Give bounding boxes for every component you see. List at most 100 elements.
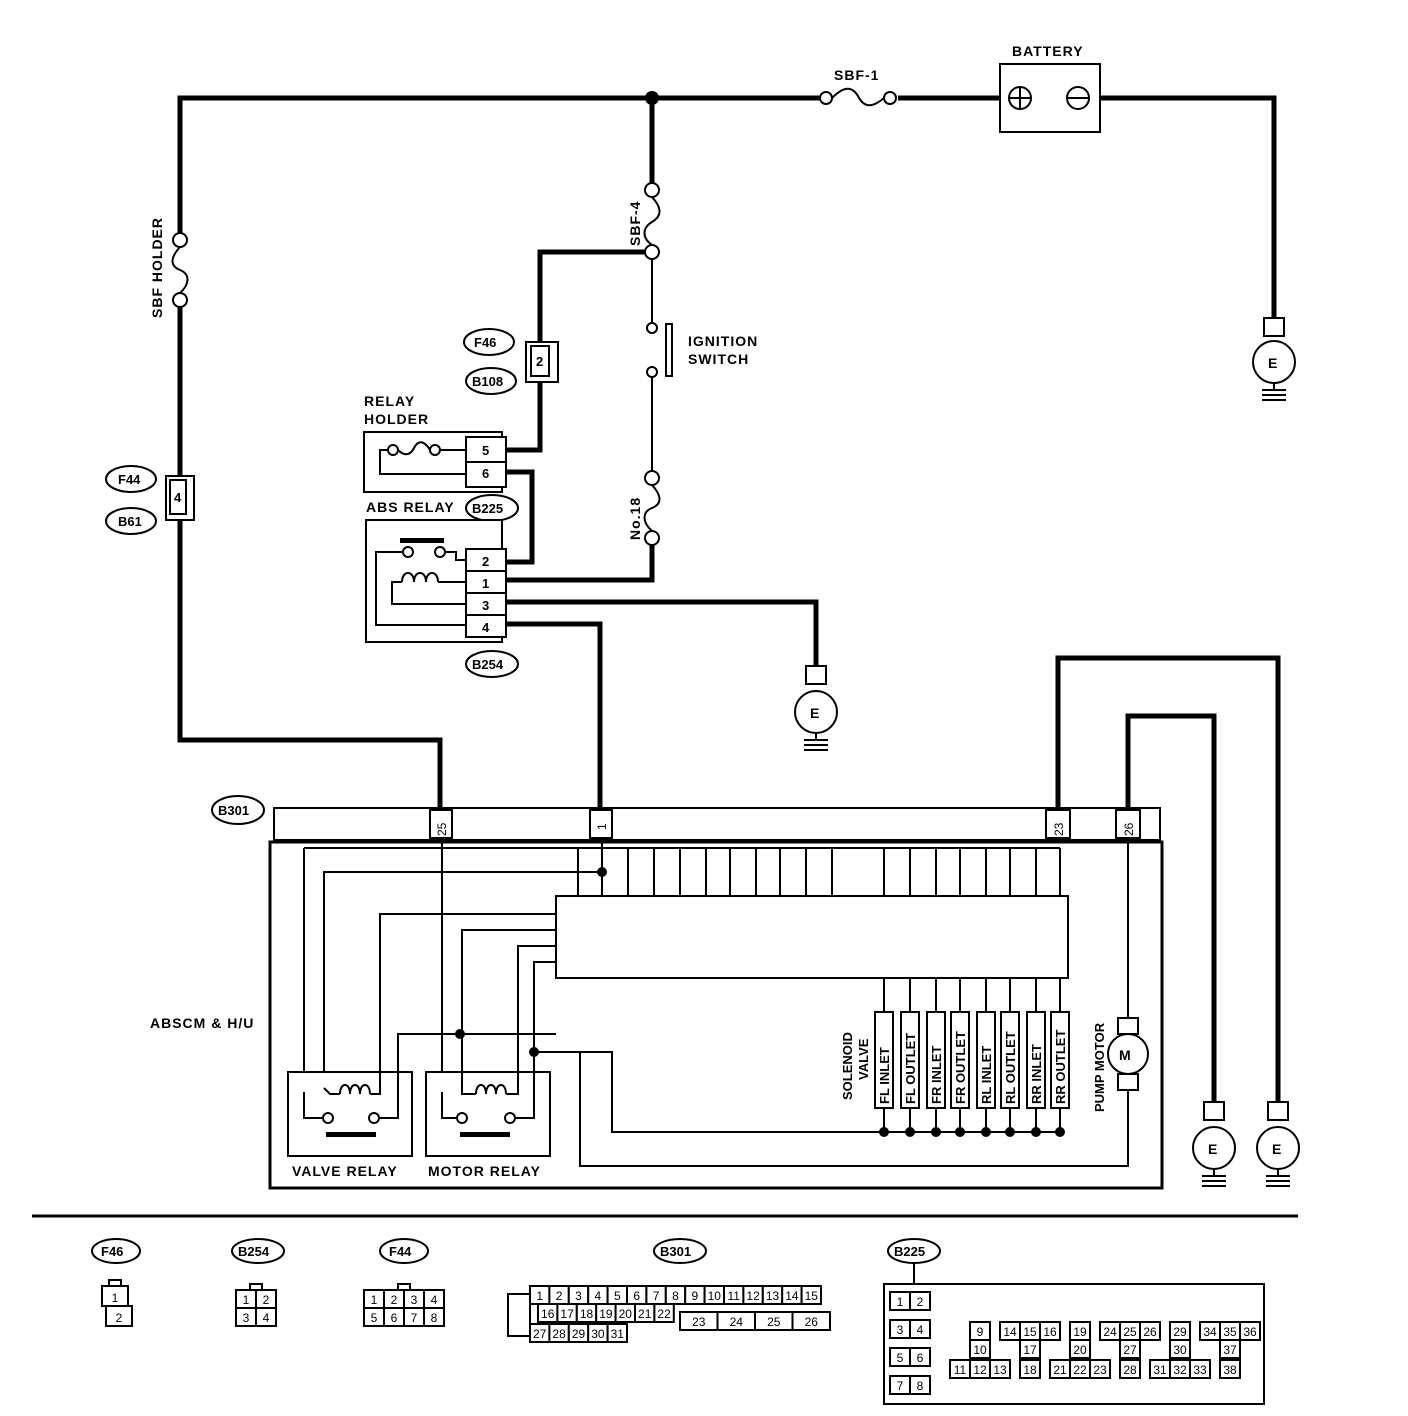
legend-f44-label: 1 [371, 1293, 378, 1307]
no18-fuse: No.18 [627, 470, 661, 546]
legend-b254-label: 2 [263, 1293, 270, 1307]
legend-f44-tag: F44 [389, 1244, 412, 1259]
sbf4-fuse: SBF-4 [627, 182, 661, 260]
wire-absrelay4-b301-1 [506, 621, 603, 810]
legend-b225-label: 35 [1223, 1325, 1237, 1339]
legend-f44-label: 5 [371, 1311, 378, 1325]
ground-battery: E [1252, 317, 1296, 401]
legend-b225-label: 13 [993, 1363, 1007, 1377]
legend-b301-label: 6 [633, 1289, 640, 1303]
legend-b301-label: 1 [536, 1289, 543, 1303]
legend-b301-label: 17 [560, 1307, 574, 1321]
legend-b301-cell [653, 1303, 675, 1323]
legend-b225-label: 15 [1023, 1325, 1037, 1339]
b225-tag: B225 [472, 501, 503, 516]
legend-b225-label: 3 [897, 1323, 904, 1337]
sbf4-label: SBF-4 [627, 201, 643, 246]
legend-b225-label: 17 [1023, 1343, 1037, 1357]
legend-b225-label: 38 [1223, 1363, 1237, 1377]
legend-b225-cell [1019, 1339, 1041, 1359]
legend-b301-label: 23 [692, 1315, 706, 1329]
legend-b225-cell [909, 1375, 931, 1395]
legend-b301-latch [507, 1293, 531, 1337]
b301-tag: B301 [218, 803, 249, 818]
legend-b225-label: 18 [1023, 1363, 1037, 1377]
legend-b225-label: 30 [1173, 1343, 1187, 1357]
legend-b301-label: 14 [785, 1289, 799, 1303]
b301-pin-23: 23 [1052, 822, 1066, 836]
wire-no18-absrelay1 [506, 542, 655, 583]
ignition-label-1: IGNITION [688, 333, 758, 349]
legend-f44-cell [423, 1307, 445, 1327]
legend-b225-label: 2 [917, 1295, 924, 1309]
motor-relay: MOTOR RELAY [425, 929, 556, 1179]
legend-b225-label: 22 [1073, 1363, 1087, 1377]
solenoid-valve-label: FL INLET [877, 1047, 892, 1104]
legend-b301-label: 9 [692, 1289, 699, 1303]
abs-relay-label: ABS RELAY [366, 499, 455, 515]
legend-b301-label: 30 [591, 1327, 605, 1341]
legend-b225-cell [1019, 1359, 1041, 1379]
relay-holder-pin-5: 5 [482, 443, 489, 458]
legend-b225-label: 1 [897, 1295, 904, 1309]
legend-b225-label: 33 [1193, 1363, 1207, 1377]
connector-f46-b108: 2 F46 B108 [463, 328, 559, 395]
legend-b225-cell [1089, 1359, 1111, 1379]
legend-b225-cell [1039, 1321, 1061, 1341]
legend-b225-label: 9 [977, 1325, 984, 1339]
battery: BATTERY [999, 43, 1101, 133]
motor-relay-label: MOTOR RELAY [428, 1163, 541, 1179]
legend-b225-label: 23 [1093, 1363, 1107, 1377]
legend-b225-cell [1169, 1339, 1191, 1359]
no18-label: No.18 [627, 497, 643, 540]
legend-b254-cell [255, 1307, 277, 1327]
relay-holder-pin-6: 6 [482, 466, 489, 481]
pump-motor: M PUMP MOTOR [1092, 840, 1149, 1112]
legend-b301-label: 13 [766, 1289, 780, 1303]
abs-relay: ABS RELAY B225 2 1 3 4 B254 [365, 494, 519, 678]
b301-pin-26: 26 [1122, 822, 1136, 836]
solenoid-valve-label: FR OUTLET [953, 1031, 968, 1104]
b108-tag: B108 [472, 374, 503, 389]
legend-b225-cell [1119, 1339, 1141, 1359]
legend-b225-label: 12 [973, 1363, 987, 1377]
ignition-label-2: SWITCH [688, 351, 749, 367]
legend-b301-label: 5 [614, 1289, 621, 1303]
legend-b301-label: 27 [533, 1327, 547, 1341]
legend-b225-label: 37 [1223, 1343, 1237, 1357]
abscm-label: ABSCM & H/U [150, 1015, 254, 1031]
legend-b225-label: 4 [917, 1323, 924, 1337]
legend-b225-label: 31 [1153, 1363, 1167, 1377]
sbf1-fuse: SBF-1 [819, 67, 897, 107]
wire-b301-26-ground [1125, 713, 1217, 1102]
f44-pin: 4 [174, 490, 182, 505]
legend-f44-label: 7 [411, 1311, 418, 1325]
relay-holder: RELAY HOLDER 5 6 [363, 393, 507, 493]
ground-abs-relay: E [794, 665, 838, 751]
legend-f46-label: 1 [112, 1291, 119, 1305]
legend-b225-label: 20 [1073, 1343, 1087, 1357]
legend-b301-label: 21 [638, 1307, 652, 1321]
relay-holder-label-2: HOLDER [364, 411, 429, 427]
b301-pin-1: 1 [595, 823, 609, 830]
legend-b225-cell [969, 1339, 991, 1359]
legend-b225-label: 27 [1123, 1343, 1137, 1357]
legend-f44-label: 3 [411, 1293, 418, 1307]
legend-b225-label: 11 [954, 1363, 967, 1377]
legend-b254-label: 4 [263, 1311, 270, 1325]
legend-b225-label: 19 [1073, 1325, 1087, 1339]
solenoid-label-2: VALVE [856, 1038, 871, 1080]
legend-b225-tag: B225 [894, 1244, 925, 1259]
solenoid-valve-label: RL OUTLET [1003, 1031, 1018, 1104]
earth-label: E [1268, 355, 1278, 371]
legend-b225-label: 8 [917, 1379, 924, 1393]
wire-f46-relay5 [506, 378, 543, 453]
legend-b254-label: 3 [243, 1311, 250, 1325]
solenoid-valve-label: FR INLET [929, 1045, 944, 1104]
wire-relay6-absrelay2 [506, 469, 535, 565]
legend-b225-label: 34 [1203, 1325, 1217, 1339]
